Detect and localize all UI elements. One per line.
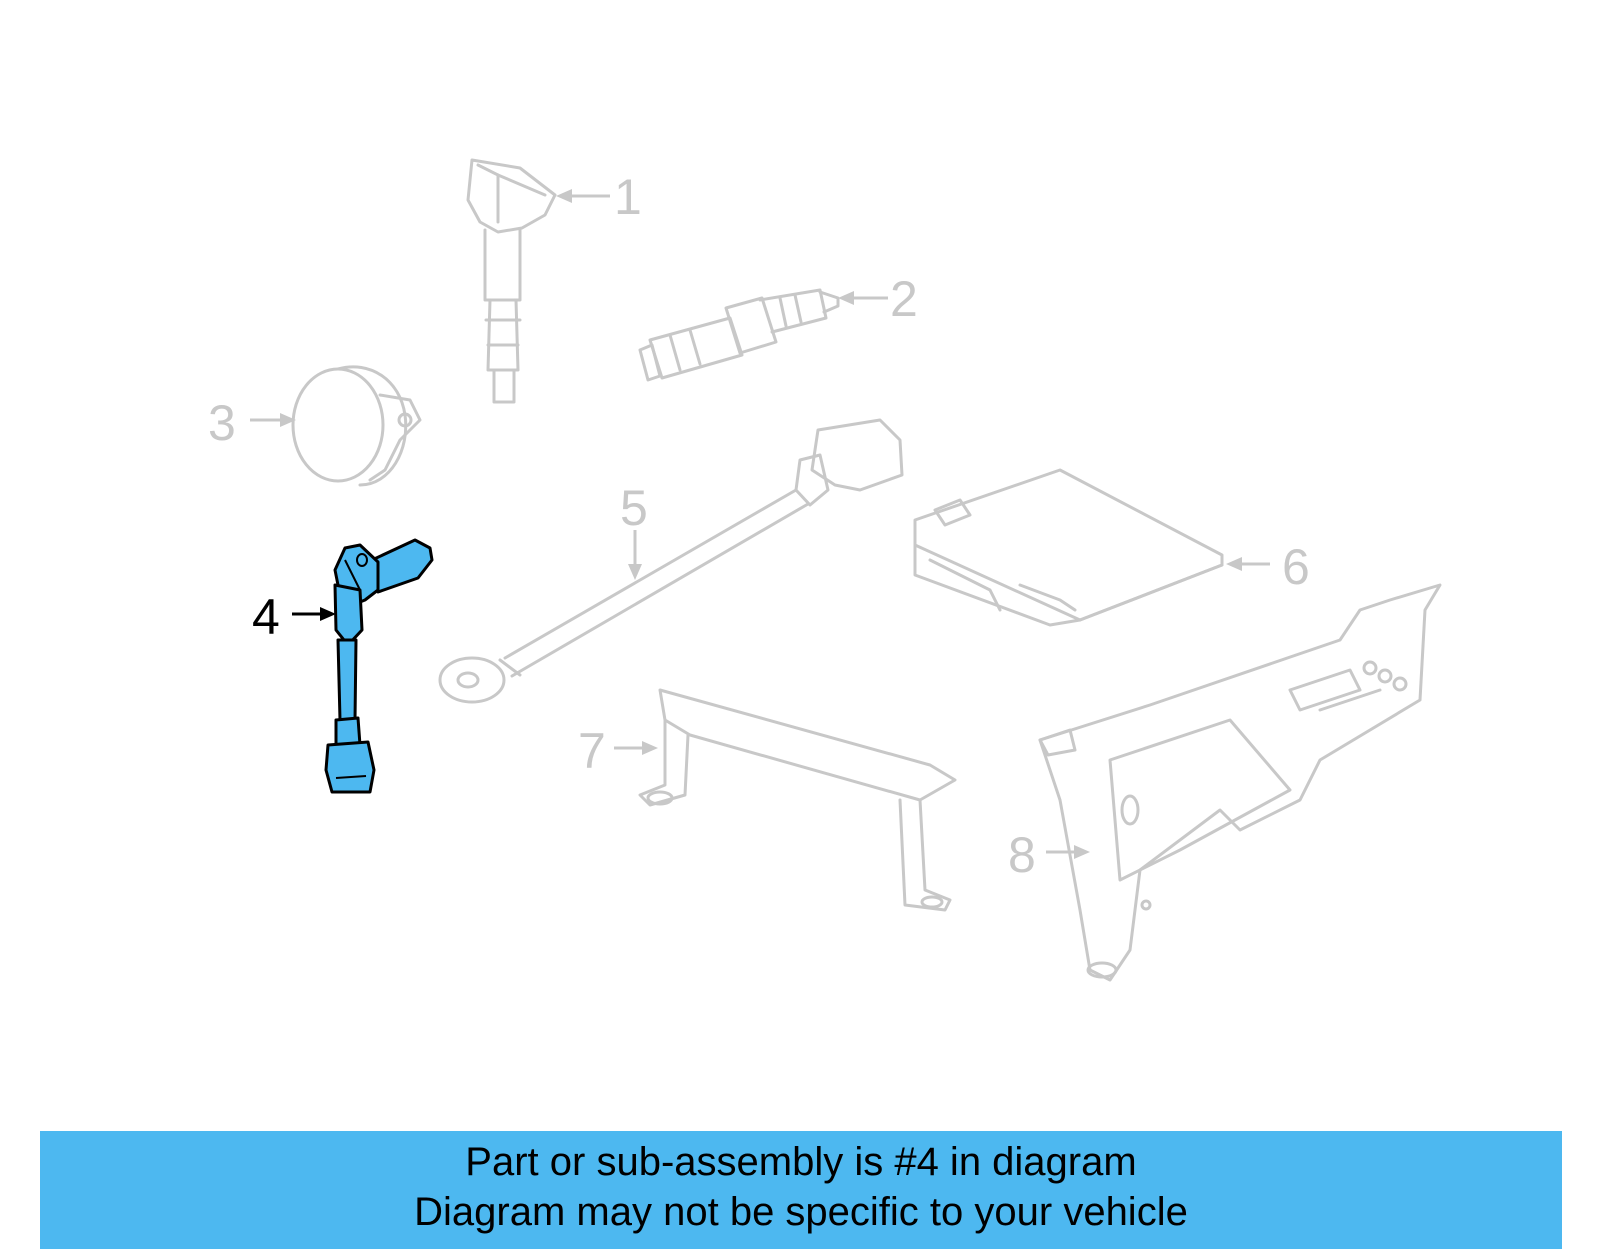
callout-number-2: 2 <box>890 271 918 327</box>
diagram-notice-banner: Part or sub-assembly is #4 in diagram Di… <box>40 1131 1562 1249</box>
callout-1: 1 <box>556 169 642 225</box>
callout-number-5: 5 <box>620 480 648 536</box>
callout-number-8: 8 <box>1008 827 1036 883</box>
callout-number-6: 6 <box>1282 539 1310 595</box>
part-8-mounting-bracket[interactable] <box>1038 583 1442 982</box>
part-7-bracket[interactable] <box>638 688 957 912</box>
callout-2: 2 <box>838 271 918 327</box>
callout-8: 8 <box>1008 827 1090 883</box>
part-5-wiring-lead[interactable] <box>438 418 904 704</box>
callout-4: 4 <box>252 589 336 645</box>
callout-number-7: 7 <box>578 723 606 779</box>
part-2-spark-plug[interactable] <box>638 288 840 382</box>
callout-5: 5 <box>620 480 648 580</box>
part-4-crankshaft-position-sensor[interactable] <box>324 538 434 794</box>
banner-line-disclaimer: Diagram may not be specific to your vehi… <box>414 1190 1188 1234</box>
callout-number-4: 4 <box>252 589 280 645</box>
callout-3: 3 <box>208 395 296 451</box>
banner-line-part-reference: Part or sub-assembly is #4 in diagram <box>465 1140 1137 1184</box>
part-6-control-module[interactable] <box>913 468 1224 627</box>
callout-number-1: 1 <box>614 169 642 225</box>
callout-number-3: 3 <box>208 395 236 451</box>
part-1-ignition-coil[interactable] <box>466 158 557 404</box>
part-3-knock-sensor[interactable] <box>291 365 422 487</box>
callout-7: 7 <box>578 723 658 779</box>
callout-6: 6 <box>1226 539 1310 595</box>
